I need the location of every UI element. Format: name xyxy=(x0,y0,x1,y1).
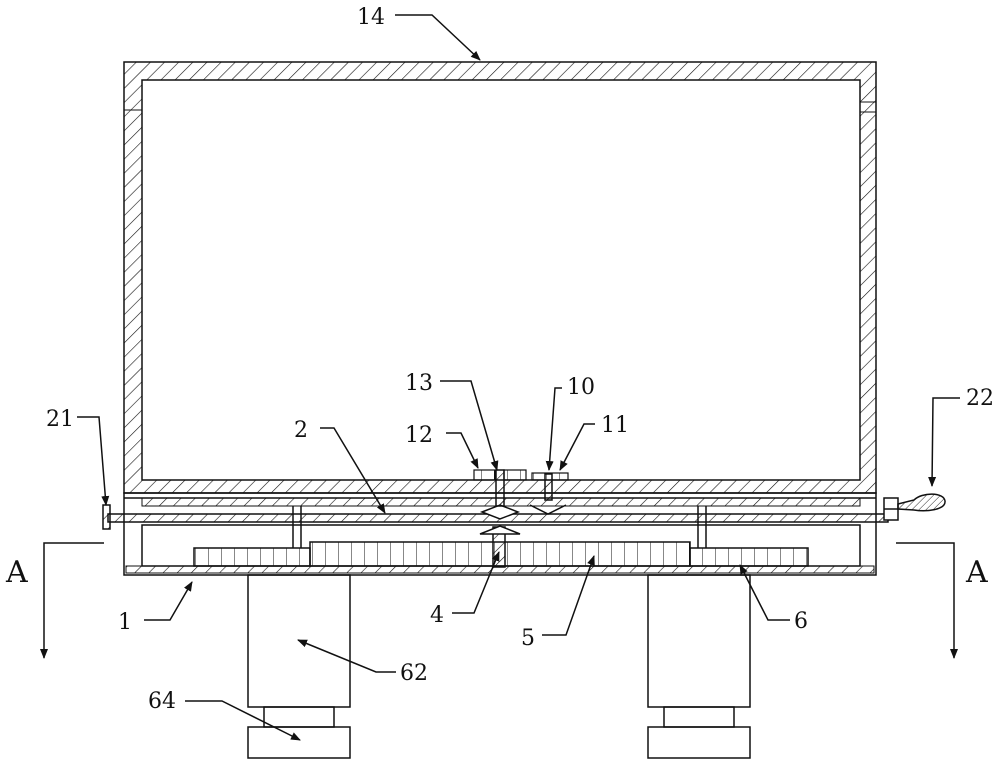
label-21: 21 xyxy=(46,407,74,432)
label-13: 13 xyxy=(405,371,433,396)
label-11: 11 xyxy=(601,413,629,438)
left-motor xyxy=(247,574,351,759)
label-2: 2 xyxy=(294,418,308,443)
label-12: 12 xyxy=(405,423,433,448)
label-64: 64 xyxy=(148,689,176,714)
central-mechanism xyxy=(473,469,569,568)
left-end-knob xyxy=(102,504,111,530)
label-5: 5 xyxy=(521,626,535,651)
upper-box xyxy=(123,61,877,494)
section-marker-right: A xyxy=(896,542,988,659)
label-1: 1 xyxy=(118,610,132,635)
label-6: 6 xyxy=(794,609,808,634)
section-label-right: A xyxy=(965,555,988,590)
label-10: 10 xyxy=(567,375,595,400)
callouts: 14 13 12 10 11 21 22 2 1 4 5 6 62 64 xyxy=(46,5,994,741)
crank-handle xyxy=(897,493,946,512)
section-marker-left: A xyxy=(5,542,104,659)
gear-right xyxy=(689,547,809,567)
label-22: 22 xyxy=(966,386,994,411)
label-62: 62 xyxy=(400,661,428,686)
section-label-left: A xyxy=(5,555,28,590)
gear-left xyxy=(193,547,311,567)
label-14: 14 xyxy=(357,5,385,30)
right-motor xyxy=(647,574,751,759)
label-4: 4 xyxy=(430,603,444,628)
